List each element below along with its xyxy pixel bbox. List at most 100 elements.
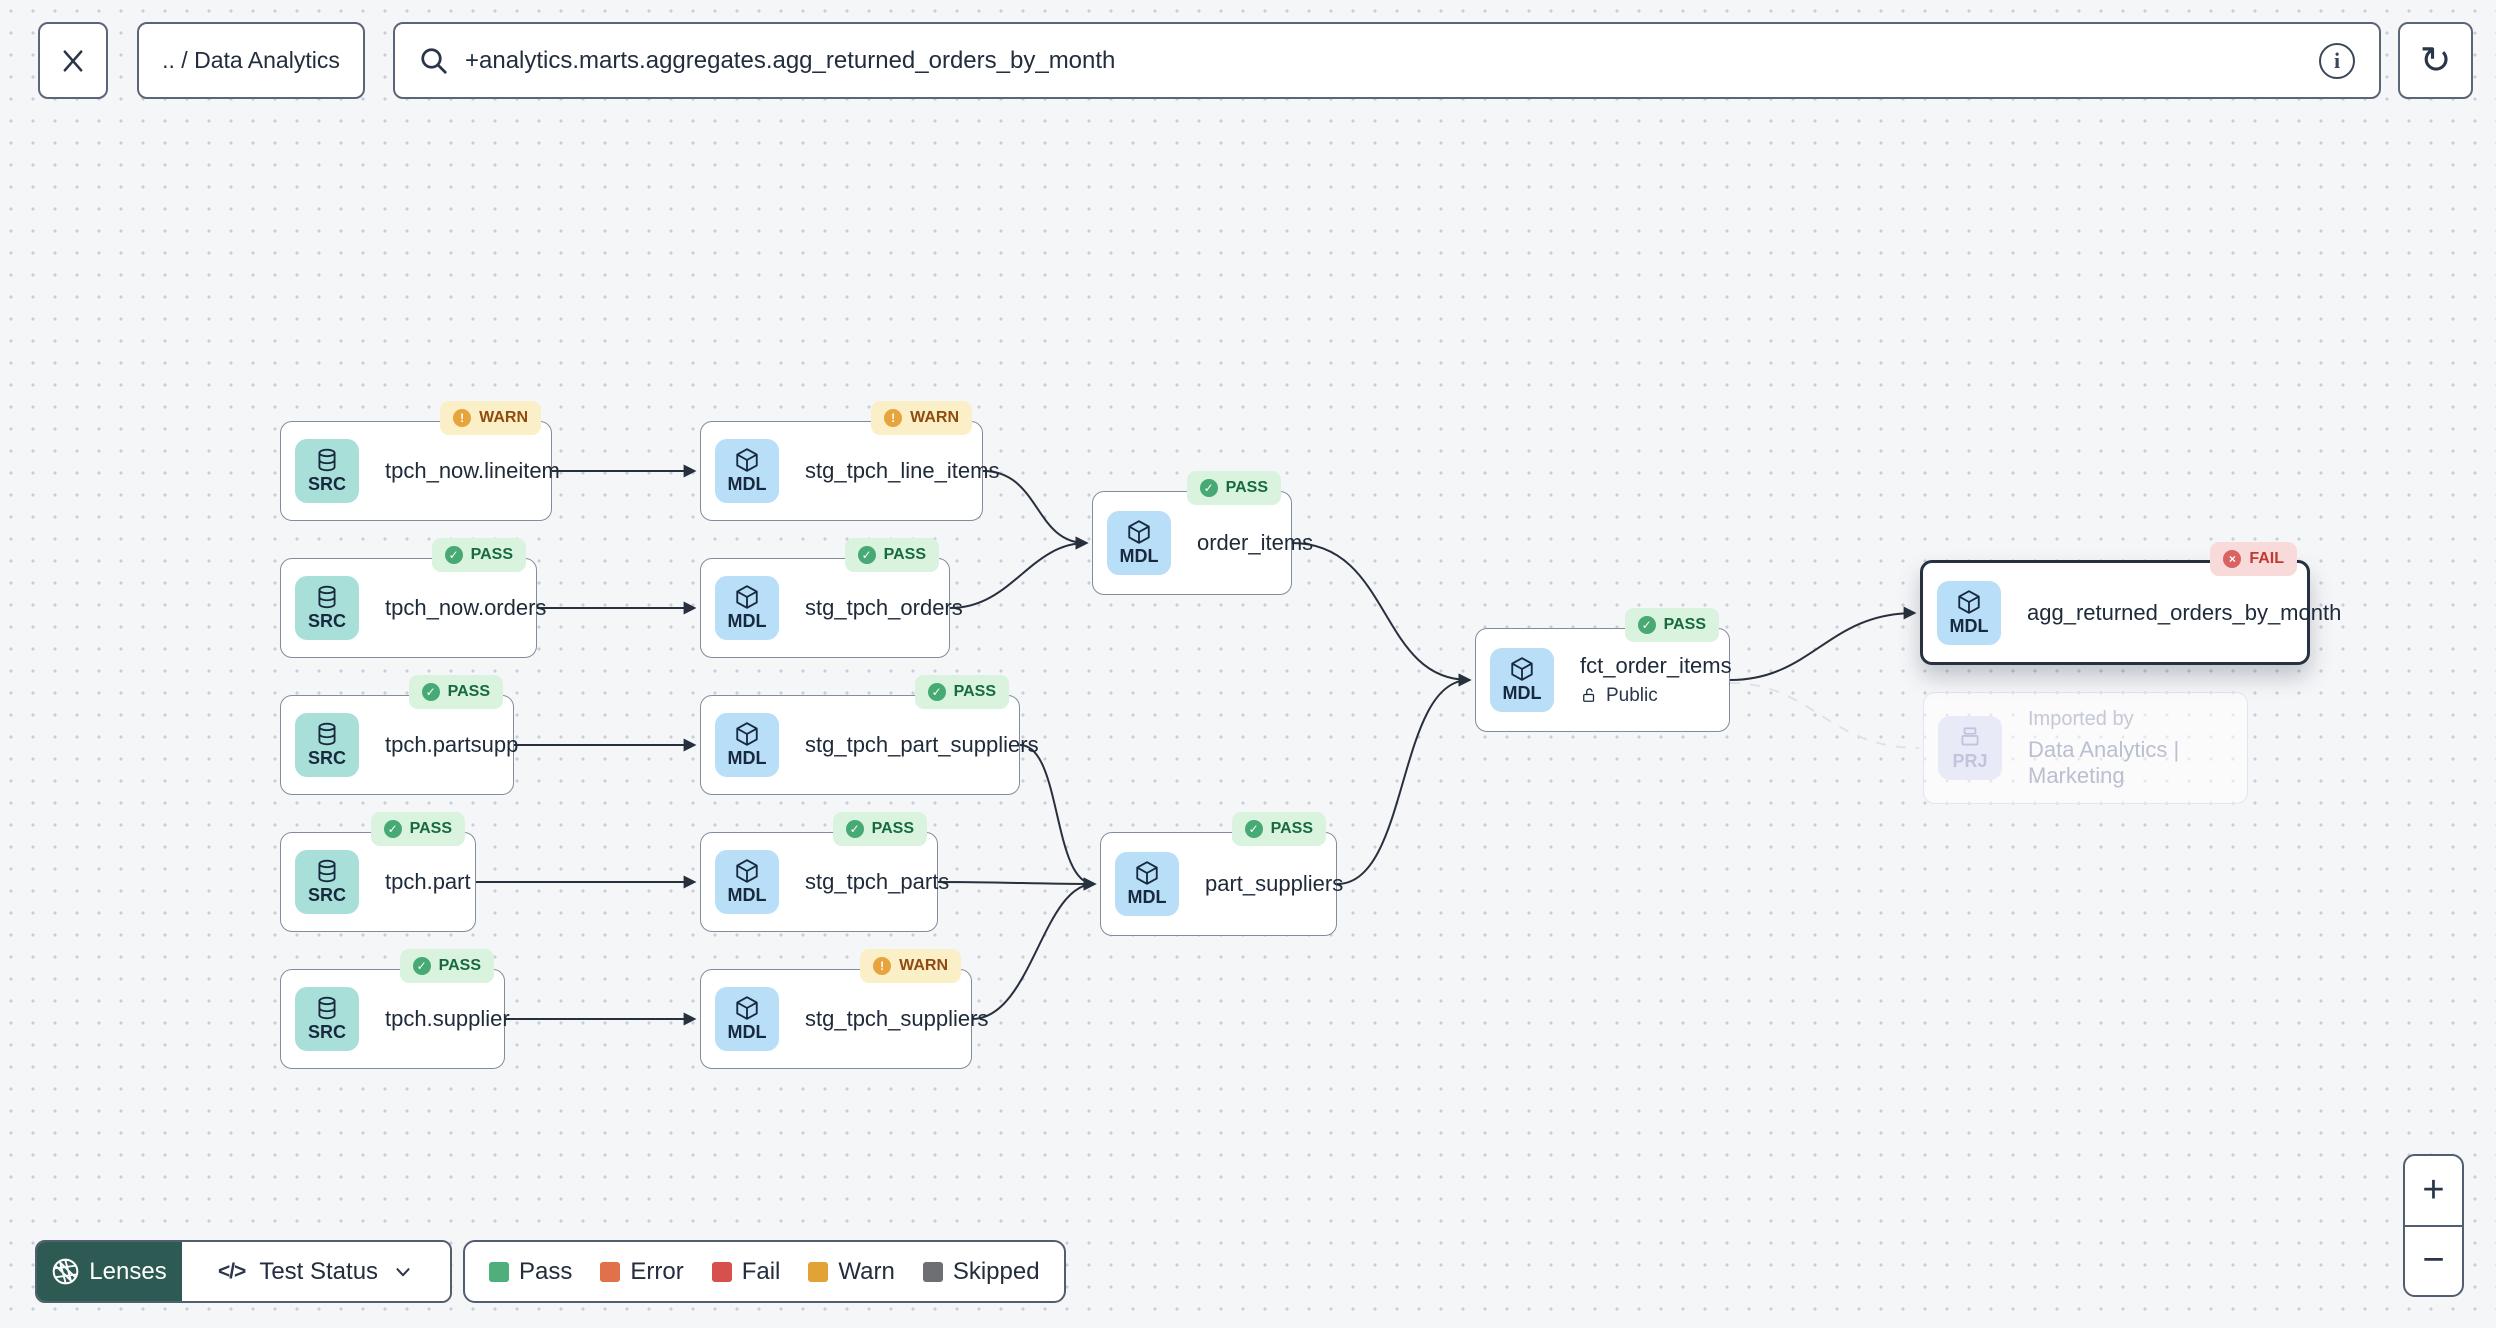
code-icon: </> — [217, 1259, 246, 1283]
breadcrumb[interactable]: .. / Data Analytics — [137, 22, 365, 99]
node-label: tpch_now.orders — [385, 595, 547, 620]
close-button[interactable] — [38, 22, 108, 99]
project-name: Data Analytics | Marketing — [2028, 736, 2180, 788]
pass-icon: ✓ — [383, 820, 402, 838]
zoom-in-button[interactable]: + — [2405, 1156, 2462, 1227]
pass-icon: ✓ — [412, 957, 431, 975]
breadcrumb-label: .. / Data Analytics — [162, 47, 340, 73]
node-stg_tpch_line_items[interactable]: ! WARN MDL stg_tpch_line_items — [700, 401, 999, 521]
cube-icon — [1958, 589, 1980, 614]
lenses-button[interactable]: Lenses — [37, 1242, 182, 1301]
project-type-badge: PRJ — [1938, 716, 2002, 780]
node-label: stg_tpch_line_items — [805, 458, 1000, 483]
fail-icon: × — [2223, 550, 2242, 568]
node-order_items[interactable]: ✓ PASS MDL order_items — [1092, 471, 1313, 595]
source-type-badge: SRC — [295, 713, 359, 777]
cube-icon — [736, 585, 758, 609]
node-label: stg_tpch_orders — [805, 595, 963, 620]
node-stg_tpch_orders[interactable]: ✓ PASS MDL stg_tpch_orders — [700, 538, 963, 658]
cube-icon — [736, 722, 758, 746]
node-imported-by-project[interactable]: PRJ Imported by Data Analytics | Marketi… — [1923, 692, 2248, 804]
aperture-icon — [52, 1258, 79, 1285]
cube-icon — [736, 996, 758, 1020]
model-type-badge: MDL — [715, 987, 779, 1051]
status-badge: ✓ PASS — [431, 538, 526, 572]
node-tpch-part[interactable]: ✓ PASS SRC tpch.part — [280, 812, 476, 932]
status-badge: ✓ PASS — [844, 538, 939, 572]
node-label: stg_tpch_suppliers — [805, 1006, 989, 1031]
legend-item-warn: Warn — [808, 1258, 895, 1286]
cube-icon — [736, 859, 758, 883]
unlock-icon — [1583, 688, 1595, 702]
database-icon — [318, 448, 336, 472]
status-badge: ! WARN — [440, 401, 541, 435]
refresh-button[interactable]: ↻ — [2398, 22, 2473, 99]
search-input[interactable] — [465, 46, 2303, 75]
fail-swatch — [711, 1261, 732, 1282]
node-tpch-supplier[interactable]: ✓ PASS SRC tpch.supplier — [280, 949, 510, 1069]
status-badge: ✓ PASS — [1231, 812, 1326, 846]
node-tpch_now-lineitem[interactable]: ! WARN SRC tpch_now.lineitem — [280, 401, 560, 521]
warn-icon: ! — [873, 957, 892, 975]
cube-icon — [1136, 861, 1158, 885]
node-part_suppliers[interactable]: ✓ PASS MDL part_suppliers — [1100, 812, 1343, 936]
archive-icon — [1961, 727, 1979, 746]
lens-selected-value: Test Status — [259, 1257, 379, 1285]
model-type-badge: MDL — [715, 713, 779, 777]
pass-icon: ✓ — [1244, 820, 1263, 838]
node-stg_tpch_part_suppliers[interactable]: ✓ PASS MDL stg_tpch_part_suppliers — [700, 675, 1039, 795]
skipped-swatch — [922, 1261, 943, 1282]
status-badge: ! WARN — [871, 401, 972, 435]
source-type-badge: SRC — [295, 850, 359, 914]
lens-control: Lenses </> Test Status — [35, 1240, 452, 1303]
info-icon[interactable]: i — [2319, 42, 2355, 79]
search-bar[interactable]: i — [393, 22, 2381, 99]
node-label: tpch_now.lineitem — [385, 458, 560, 483]
model-type-badge: MDL — [1937, 580, 2001, 645]
database-icon — [318, 585, 336, 609]
node-stg_tpch_suppliers[interactable]: ! WARN MDL stg_tpch_suppliers — [700, 949, 988, 1069]
legend-item-skipped: Skipped — [922, 1258, 1040, 1286]
node-label: agg_returned_orders_by_month — [2027, 599, 2342, 625]
node-fct_order_items[interactable]: ✓ PASS MDL fct_order_items Public — [1475, 608, 1732, 732]
node-label: fct_order_items — [1580, 653, 1732, 678]
database-icon — [318, 996, 336, 1020]
node-label: order_items — [1197, 530, 1314, 555]
model-type-badge: MDL — [715, 576, 779, 640]
refresh-icon: ↻ — [2419, 40, 2452, 82]
status-badge: ✓ PASS — [914, 675, 1009, 709]
pass-swatch — [489, 1261, 509, 1282]
zoom-out-button[interactable]: − — [2422, 1239, 2445, 1282]
source-type-badge: SRC — [295, 439, 359, 503]
pass-icon: ✓ — [1199, 479, 1218, 497]
warn-swatch — [808, 1261, 829, 1282]
node-tpch-partsupp[interactable]: ✓ PASS SRC tpch.partsupp — [280, 675, 518, 795]
close-icon — [63, 49, 83, 72]
pass-icon: ✓ — [857, 546, 876, 564]
lens-dropdown[interactable]: </> Test Status — [182, 1242, 450, 1301]
node-label: stg_tpch_parts — [805, 869, 950, 894]
model-type-badge: MDL — [715, 439, 779, 503]
node-agg_returned_orders_by_month[interactable]: × FAIL MDL agg_returned_orders_by_month — [1920, 542, 2341, 665]
pass-icon: ✓ — [927, 683, 946, 701]
node-stg_tpch_parts[interactable]: ✓ PASS MDL stg_tpch_parts — [700, 812, 949, 932]
pass-icon: ✓ — [421, 683, 440, 701]
pass-icon: ✓ — [845, 820, 864, 838]
access-row: Public — [1580, 685, 1732, 707]
zoom-control: + − — [2403, 1154, 2464, 1297]
node-tpch_now-orders[interactable]: ✓ PASS SRC tpch_now.orders — [280, 538, 546, 658]
status-badge: × FAIL — [2210, 542, 2297, 576]
cube-icon — [1511, 657, 1533, 681]
model-type-badge: MDL — [1490, 648, 1554, 712]
status-badge: ✓ PASS — [399, 949, 494, 983]
database-icon — [318, 859, 336, 883]
model-type-badge: MDL — [715, 850, 779, 914]
cube-icon — [1128, 520, 1150, 544]
status-badge: ✓ PASS — [832, 812, 927, 846]
chevron-down-icon — [396, 1267, 410, 1276]
status-badge: ✓ PASS — [408, 675, 503, 709]
status-badge: ! WARN — [860, 949, 961, 983]
pass-icon: ✓ — [1637, 616, 1656, 634]
